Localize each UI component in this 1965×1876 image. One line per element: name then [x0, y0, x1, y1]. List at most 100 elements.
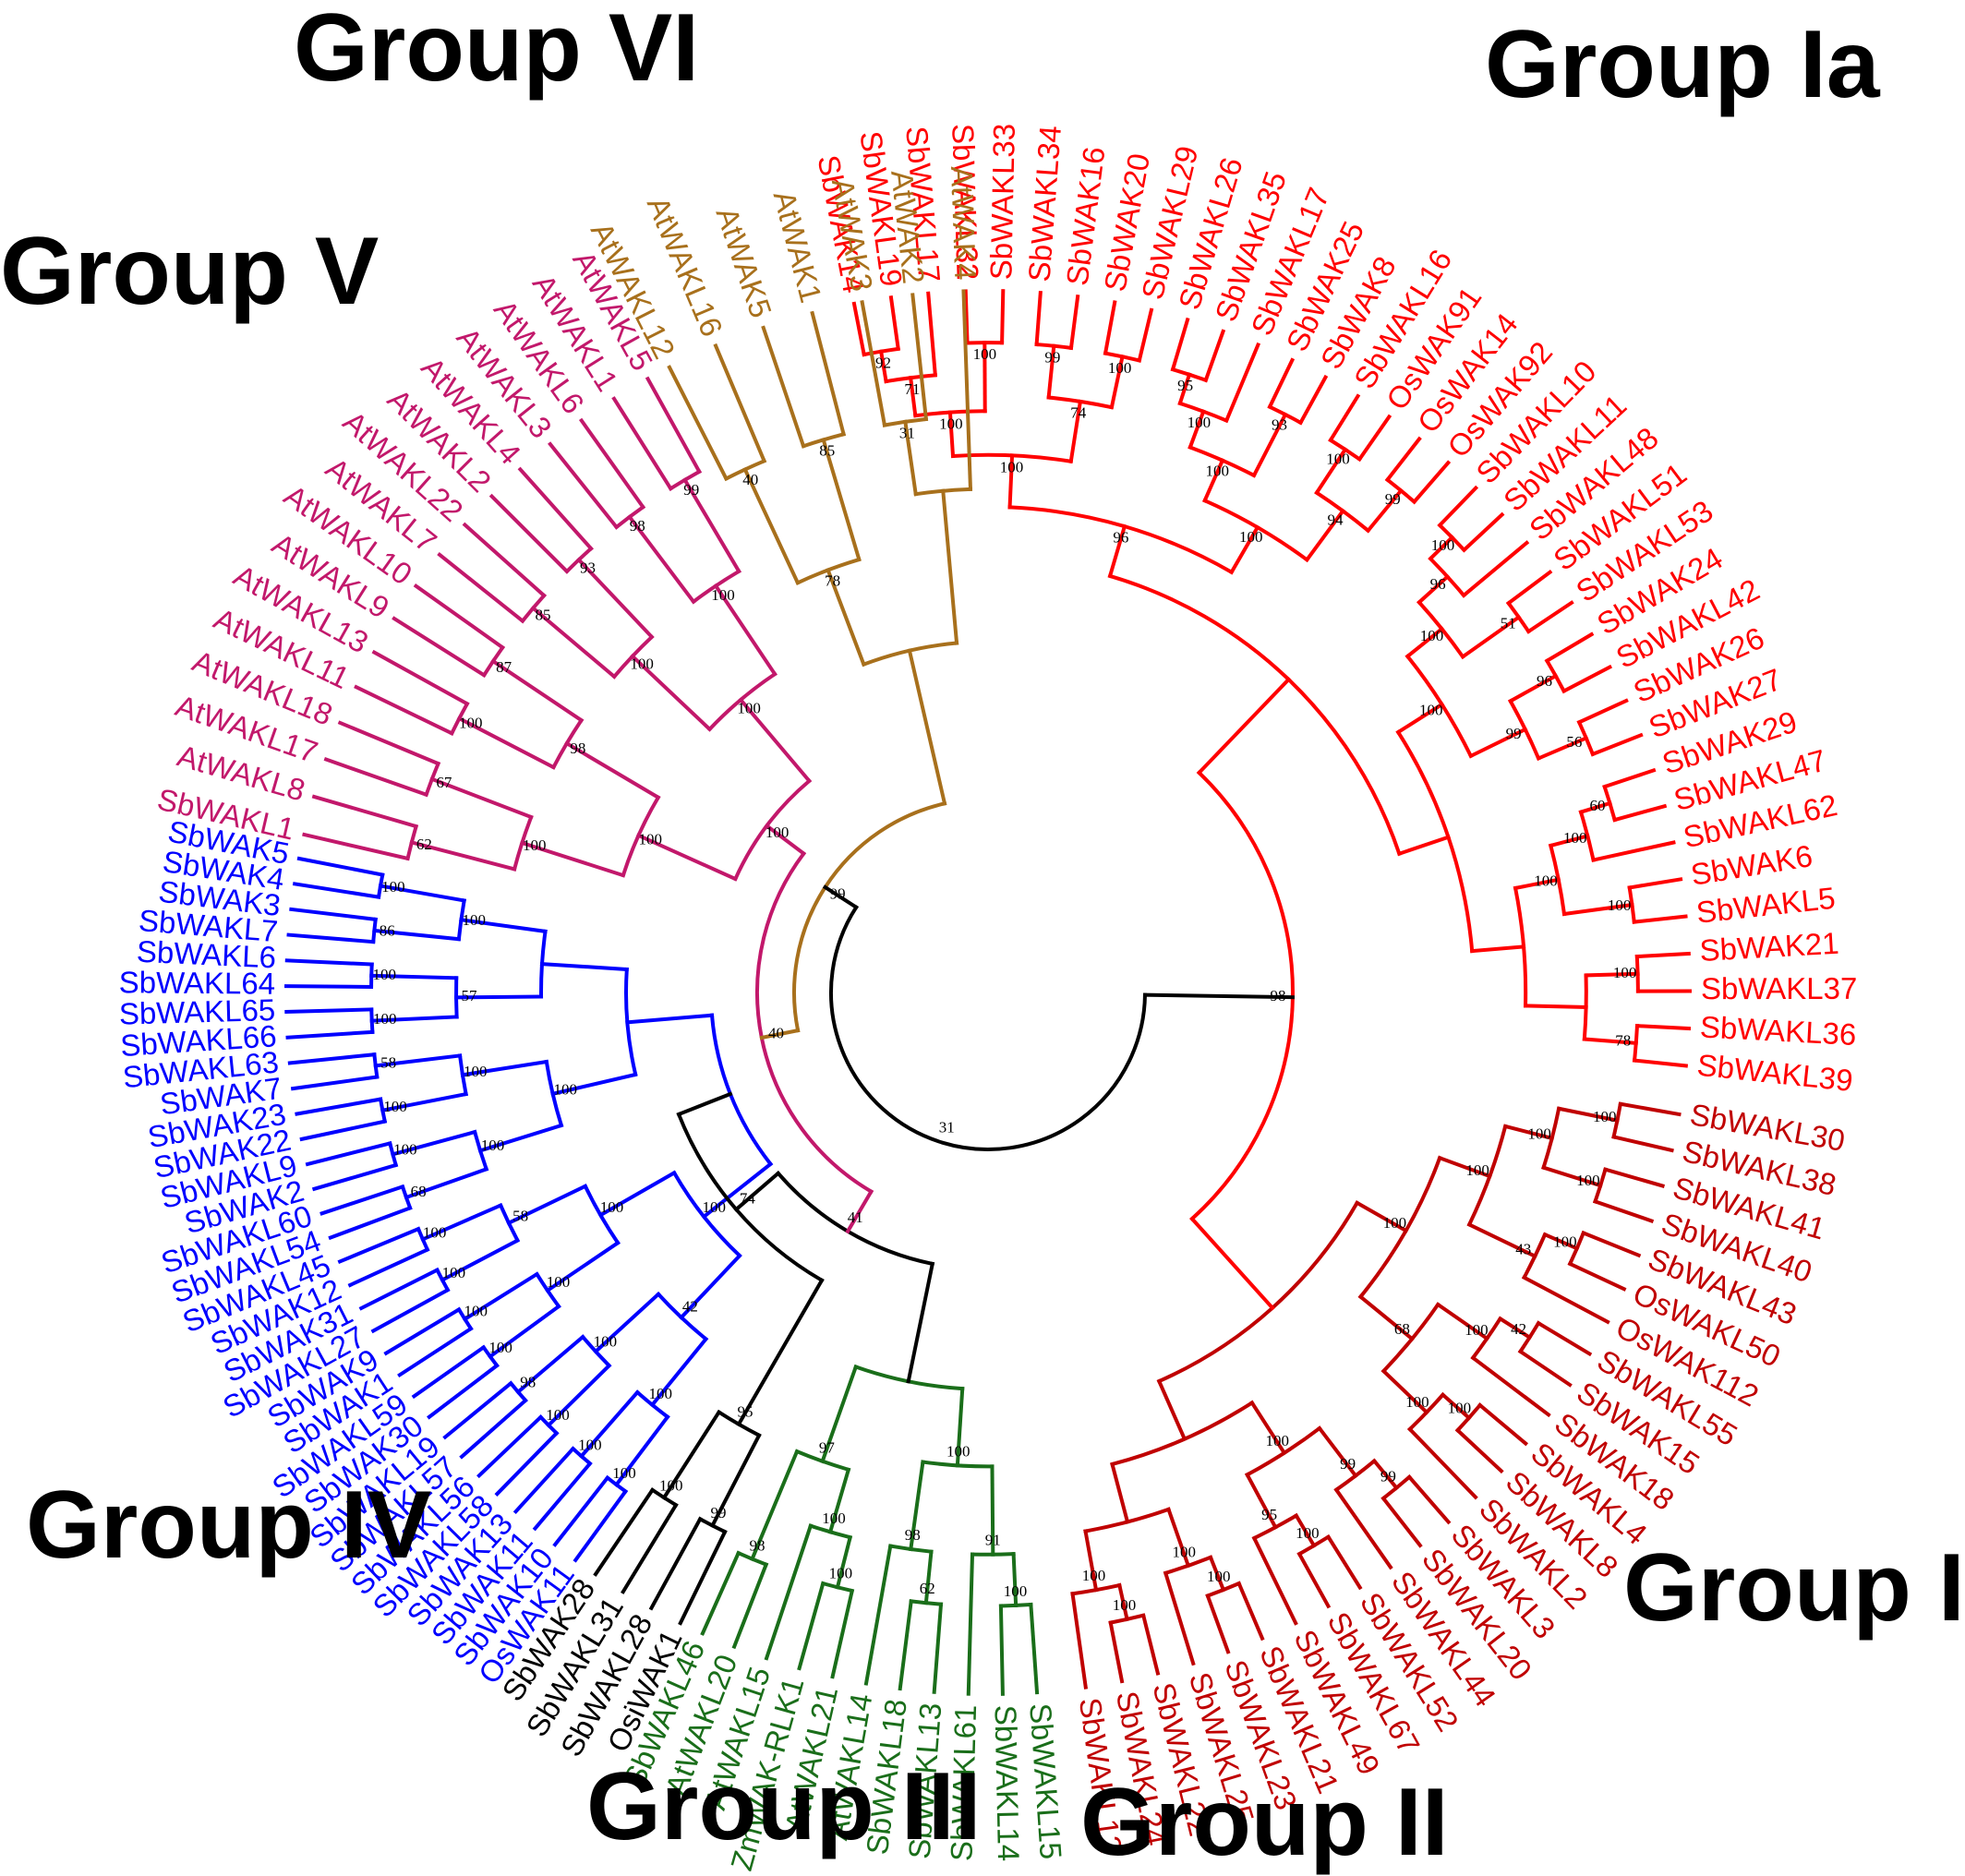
- group-title-Ia: Group Ia: [1485, 17, 1880, 113]
- branch: [943, 491, 957, 643]
- branch: [1621, 1104, 1680, 1114]
- bootstrap-label: 100: [1383, 1214, 1407, 1232]
- bootstrap-label: 60: [1590, 797, 1606, 814]
- bootstrap-label: 100: [1593, 1108, 1617, 1125]
- bootstrap-label: 100: [464, 1302, 488, 1319]
- bootstrap-label: 74: [740, 1189, 756, 1207]
- leaf-label: SbWAKL39: [1695, 1048, 1854, 1099]
- bootstrap-label: 100: [1239, 528, 1263, 546]
- bootstrap-label: 62: [920, 1580, 935, 1597]
- group-title-VI: Group VI: [294, 0, 699, 96]
- bootstrap-label: 94: [1327, 511, 1344, 529]
- branch: [414, 1347, 483, 1396]
- bootstrap-label: 51: [1501, 615, 1516, 632]
- branch: [1528, 603, 1572, 631]
- backbone-branch: [831, 908, 1145, 1149]
- leaf-label: SbWAKL14: [988, 1704, 1026, 1861]
- branch: [627, 1016, 712, 1023]
- branch: [575, 1491, 625, 1559]
- group-title-Ib: Group Ib: [1623, 1540, 1965, 1636]
- bootstrap-label: 99: [1385, 490, 1401, 508]
- bootstrap-label: 31: [899, 425, 915, 442]
- bootstrap-label: 42: [682, 1298, 698, 1316]
- branch: [1637, 954, 1689, 956]
- bootstrap-label: 99: [830, 885, 846, 903]
- bootstrap-label: 96: [1430, 575, 1446, 593]
- bootstrap-label: 99: [1506, 725, 1522, 742]
- bootstrap-label: 95: [1177, 377, 1193, 394]
- leaf-label: SbWAKL37: [1701, 971, 1857, 1005]
- bootstrap-label: 100: [648, 1385, 672, 1402]
- bootstrap-label: 41: [848, 1209, 863, 1226]
- bootstrap-label: 40: [742, 471, 758, 488]
- bootstrap-label: 100: [766, 824, 790, 841]
- bootstrap-label: 40: [768, 1025, 784, 1042]
- group-title-IV: Group IV: [26, 1477, 431, 1573]
- bootstrap-label: 99: [1380, 1468, 1396, 1485]
- bootstrap-label: 100: [630, 655, 654, 672]
- bootstrap-label: 67: [436, 774, 452, 791]
- bootstrap-label: 95: [738, 1402, 753, 1420]
- bootstrap-label: 100: [702, 1198, 726, 1216]
- branch: [1473, 1358, 1549, 1415]
- bootstrap-label: 100: [546, 1406, 570, 1424]
- bootstrap-label: 78: [825, 571, 840, 589]
- bootstrap-label: 99: [1340, 1455, 1356, 1473]
- branch: [290, 1054, 375, 1063]
- branch: [1594, 843, 1674, 860]
- bootstrap-label: 100: [600, 1198, 624, 1216]
- bootstrap-label: 100: [1000, 458, 1024, 475]
- bootstrap-label: 100: [1326, 450, 1350, 467]
- branch: [462, 1401, 525, 1457]
- branch: [1509, 572, 1550, 604]
- backbone-branch: [794, 803, 945, 1030]
- bootstrap-label: 100: [939, 415, 963, 432]
- bootstrap-label: 100: [1419, 701, 1443, 718]
- branch: [293, 1076, 377, 1088]
- bootstrap-label: 100: [442, 1264, 466, 1281]
- bootstrap-label: 62: [416, 836, 432, 853]
- branch: [1465, 515, 1502, 550]
- bootstrap-label: 99: [1044, 349, 1060, 367]
- group-title-V: Group V: [0, 223, 379, 319]
- bootstrap-label: 100: [1534, 872, 1558, 889]
- branch: [1254, 1538, 1296, 1623]
- branch: [716, 346, 765, 462]
- bootstrap-label: 85: [819, 442, 835, 460]
- bootstrap-label: 100: [393, 1140, 417, 1158]
- backbone-branch: [1192, 1219, 1272, 1308]
- bootstrap-label: 98: [520, 1374, 536, 1391]
- bootstrap-label: 100: [1465, 1161, 1489, 1179]
- leaf-label: SbWAKL34: [1021, 125, 1067, 283]
- bootstrap-label: 100: [612, 1464, 636, 1482]
- bootstrap-label: 100: [1613, 964, 1637, 981]
- branch: [1525, 1005, 1586, 1007]
- bootstrap-label: 98: [1270, 987, 1285, 1004]
- branch: [1299, 1554, 1328, 1606]
- branch: [289, 935, 374, 943]
- branch: [928, 294, 935, 376]
- branch: [374, 653, 467, 704]
- bootstrap-label: 100: [423, 1224, 447, 1242]
- bootstrap-label: 98: [905, 1526, 921, 1544]
- bootstrap-label: 57: [462, 987, 478, 1004]
- bootstrap-label: 100: [1527, 1124, 1551, 1142]
- branch: [766, 1526, 811, 1658]
- tree-branches: [286, 291, 1690, 1694]
- branch: [1472, 946, 1524, 951]
- group-title-III: Group III: [586, 1759, 982, 1855]
- branch: [542, 964, 627, 969]
- bootstrap-label: 93: [580, 559, 596, 576]
- branch: [356, 687, 452, 733]
- branch: [1329, 1537, 1360, 1588]
- branch: [1605, 1170, 1662, 1186]
- bootstrap-label: 100: [554, 1081, 578, 1099]
- branch: [288, 1032, 373, 1038]
- branch: [1464, 543, 1526, 595]
- branch: [326, 760, 426, 795]
- branch: [555, 1478, 608, 1545]
- bootstrap-label: 92: [875, 354, 891, 371]
- branch: [1440, 488, 1476, 525]
- branch: [1073, 1593, 1086, 1687]
